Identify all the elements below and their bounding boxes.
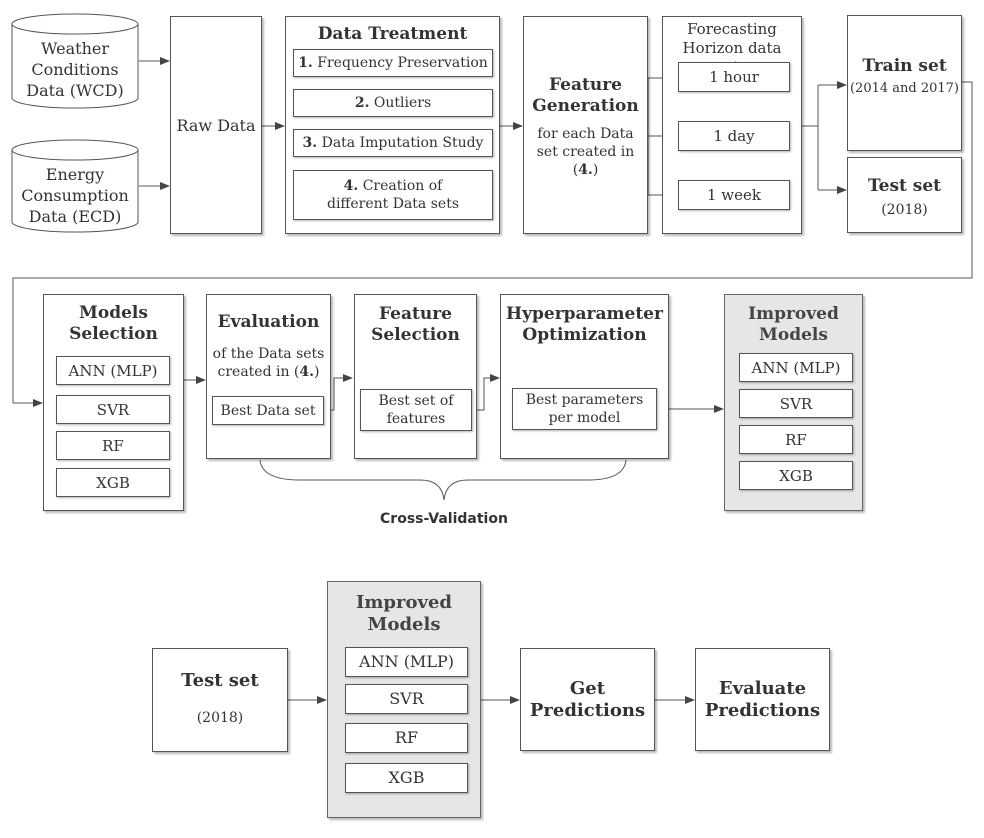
- model-ann: ANN (MLP): [56, 356, 170, 385]
- horizon-1-week: 1 week: [678, 180, 790, 210]
- bottom-svr: SVR: [345, 684, 468, 714]
- ecd-cylinder-shape: [11, 139, 139, 233]
- best-data-set: Best Data set: [212, 396, 324, 425]
- wcd-cylinder-shape: [11, 13, 139, 109]
- model-svr: SVR: [56, 395, 170, 424]
- step-outliers: 2. Outliers: [293, 89, 493, 117]
- best-parameters: Best parameters per model: [512, 388, 657, 430]
- get-predictions-label: Get Predictions: [529, 677, 646, 721]
- bottom-test-set-title: Test set: [181, 670, 259, 691]
- horizon-1-hour: 1 hour: [678, 62, 790, 92]
- data-treatment-title: Data Treatment: [317, 24, 468, 44]
- hyperparameter-box: Hyperparameter Optimization: [500, 294, 669, 459]
- evaluation-sub: of the Data sets created in (4.): [212, 346, 325, 380]
- evaluation-title: Evaluation: [217, 312, 320, 332]
- improved-xgb: XGB: [739, 461, 853, 490]
- feature-generation-box: Feature Generation for each Data set cre…: [523, 16, 648, 234]
- models-selection-title: Models Selection: [69, 303, 158, 344]
- ecd-source: Energy Consumption Data (ECD): [12, 162, 138, 228]
- improved-models-title: Improved Models: [748, 304, 839, 345]
- improved-rf: RF: [739, 425, 853, 454]
- ecd-label: Energy Consumption Data (ECD): [21, 164, 129, 226]
- bottom-rf: RF: [345, 723, 468, 753]
- hyperparameter-title: Hyperparameter Optimization: [506, 304, 663, 345]
- evaluate-predictions-label: Evaluate Predictions: [704, 677, 821, 721]
- train-set-title: Train set: [862, 56, 947, 76]
- train-set-sub: (2014 and 2017): [849, 81, 960, 96]
- feature-selection-box: Feature Selection: [354, 294, 477, 459]
- step-creation: 4. Creation of different Data sets: [293, 170, 493, 220]
- cross-validation-brace: [259, 459, 627, 501]
- improved-svr: SVR: [739, 389, 853, 418]
- feature-generation-subtitle: for each Data set created in (4.): [536, 126, 635, 178]
- bottom-xgb: XGB: [345, 763, 468, 793]
- horizon-1-day: 1 day: [678, 121, 790, 151]
- bottom-test-set-sub: (2018): [196, 710, 244, 726]
- cross-validation-label: Cross-Validation: [380, 511, 508, 527]
- step-frequency: 1. Frequency Preservation: [293, 49, 493, 77]
- feature-generation-title: Feature Generation: [532, 75, 639, 116]
- test-set-title: Test set: [867, 176, 942, 196]
- test-set-box: Test set (2018): [847, 157, 962, 233]
- get-predictions-box: Get Predictions: [520, 648, 655, 751]
- test-set-sub: (2018): [881, 202, 928, 218]
- evaluate-predictions-box: Evaluate Predictions: [695, 648, 830, 751]
- bottom-test-set-box: Test set (2018): [152, 648, 288, 752]
- raw-data-box: Raw Data: [170, 16, 262, 234]
- step-imputation: 3. Data Imputation Study: [293, 129, 493, 157]
- model-xgb: XGB: [56, 468, 170, 497]
- evaluation-box: Evaluation of the Data sets created in (…: [206, 294, 331, 459]
- feature-selection-title: Feature Selection: [371, 304, 460, 345]
- bottom-ann: ANN (MLP): [345, 647, 468, 677]
- train-set-box: Train set (2014 and 2017): [847, 15, 962, 151]
- arrow-wrap-to-models: [12, 81, 973, 407]
- best-set-features: Best set of features: [360, 389, 472, 431]
- raw-data-label: Raw Data: [176, 115, 256, 135]
- model-rf: RF: [56, 431, 170, 460]
- improved-ann: ANN (MLP): [739, 353, 853, 382]
- wcd-label: Weather Conditions Data (WCD): [26, 38, 124, 100]
- bottom-improved-models-title: Improved Models: [355, 592, 453, 635]
- wcd-source: Weather Conditions Data (WCD): [12, 36, 138, 102]
